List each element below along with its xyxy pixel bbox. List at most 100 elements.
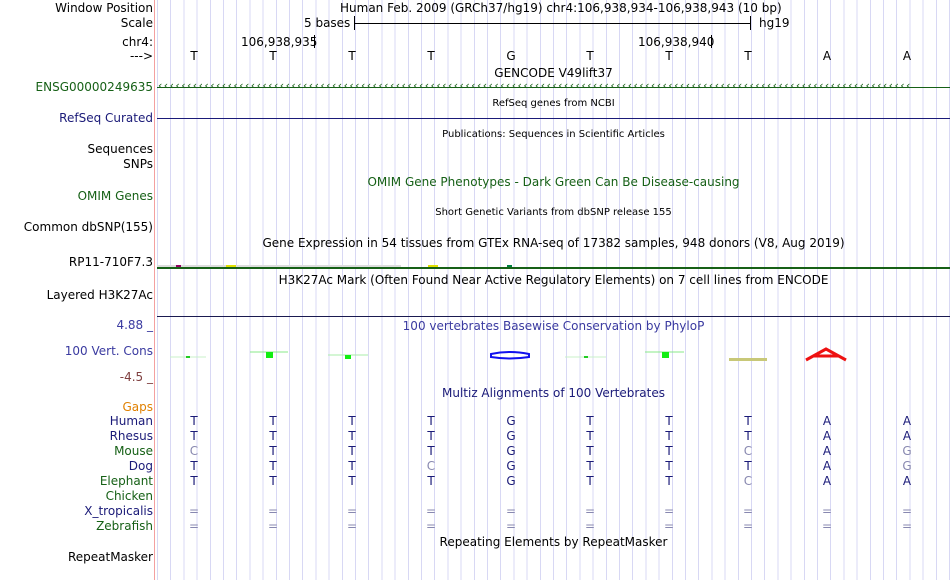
reference-base: T — [427, 49, 435, 63]
species-base: G — [506, 444, 516, 458]
species-base: = — [584, 504, 596, 518]
gtex-tissue-mark — [507, 265, 512, 267]
position-1-tick — [314, 35, 315, 48]
gtex-title: Gene Expression in 54 tissues from GTEx … — [262, 236, 845, 250]
species-base: T — [586, 444, 594, 458]
publications-label-sequences[interactable]: Sequences — [87, 142, 153, 156]
species-label[interactable]: X_tropicalis — [84, 504, 153, 518]
species-base: C — [426, 459, 436, 473]
species-base: T — [348, 429, 356, 443]
species-base: A — [822, 444, 832, 458]
phylop-plot — [170, 347, 847, 362]
reference-base: T — [665, 49, 673, 63]
species-base: = — [505, 504, 517, 518]
species-base: T — [269, 414, 277, 428]
reference-base: T — [744, 49, 752, 63]
species-base: T — [190, 429, 198, 443]
species-base: T — [348, 444, 356, 458]
species-base: T — [348, 414, 356, 428]
h3k27ac-track-label[interactable]: Layered H3K27Ac — [46, 288, 153, 302]
strand-label: ---> — [129, 49, 153, 63]
species-base: T — [744, 429, 752, 443]
phylop-min: -4.5 _ — [119, 370, 153, 384]
species-base: G — [506, 429, 516, 443]
species-label[interactable]: Rhesus — [109, 429, 153, 443]
species-base: G — [902, 444, 912, 458]
species-base: T — [427, 429, 435, 443]
species-base: T — [190, 474, 198, 488]
species-base: T — [586, 459, 594, 473]
species-base: T — [665, 429, 673, 443]
reference-base: T — [269, 49, 277, 63]
species-label[interactable]: Mouse — [114, 444, 153, 458]
species-base: = — [188, 519, 200, 533]
position-2-tick — [711, 35, 712, 48]
gaps-label[interactable]: Gaps — [122, 400, 153, 414]
species-base: = — [663, 519, 675, 533]
species-base: C — [743, 474, 753, 488]
species-base: G — [506, 474, 516, 488]
publications-title: Publications: Sequences in Scientific Ar… — [442, 129, 665, 140]
scale-bar — [354, 23, 750, 24]
species-base: G — [506, 414, 516, 428]
omim-track-label[interactable]: OMIM Genes — [77, 189, 153, 203]
gencode-track-label[interactable]: ENSG00000249635 — [35, 80, 153, 94]
scale-label: Scale — [120, 16, 153, 30]
reference-base: T — [586, 49, 594, 63]
species-base: T — [269, 429, 277, 443]
species-label[interactable]: Human — [109, 414, 153, 428]
species-base: = — [901, 519, 913, 533]
species-base: T — [427, 414, 435, 428]
gtex-bar[interactable] — [157, 265, 401, 267]
phylop-track-label[interactable]: 100 Vert. Cons — [64, 344, 153, 358]
species-base: T — [744, 414, 752, 428]
species-base: T — [665, 474, 673, 488]
species-base: = — [505, 519, 517, 533]
species-label[interactable]: Zebrafish — [96, 519, 153, 533]
species-base: = — [346, 519, 358, 533]
refseq-gene-line[interactable] — [157, 118, 950, 119]
publications-label-snps[interactable]: SNPs — [123, 157, 153, 171]
species-base: T — [190, 414, 198, 428]
species-base: T — [665, 444, 673, 458]
species-base: = — [584, 519, 596, 533]
species-label[interactable]: Chicken — [105, 489, 153, 503]
species-base: T — [190, 459, 198, 473]
repeatmasker-track-label[interactable]: RepeatMasker — [67, 550, 153, 564]
species-base: G — [506, 459, 516, 473]
position-1: 106,938,935 — [241, 35, 318, 49]
species-base: A — [822, 429, 832, 443]
species-base: T — [348, 459, 356, 473]
species-base: = — [267, 519, 279, 533]
species-label[interactable]: Elephant — [99, 474, 153, 488]
species-label[interactable]: Dog — [128, 459, 153, 473]
multiz-title: Multiz Alignments of 100 Vertebrates — [441, 386, 666, 400]
base-grid — [157, 0, 950, 580]
scale-text: 5 bases — [304, 16, 351, 30]
species-base: T — [586, 429, 594, 443]
scale-tick-right — [750, 16, 751, 30]
species-base: = — [901, 504, 913, 518]
species-base: = — [188, 504, 200, 518]
phylop-title: 100 vertebrates Basewise Conservation by… — [402, 319, 705, 333]
gene-strand-arrows: ‹‹‹‹‹‹‹‹‹‹‹‹‹‹‹‹‹‹‹‹‹‹‹‹‹‹‹‹‹‹‹‹‹‹‹‹‹‹‹‹… — [158, 79, 912, 92]
reference-base: A — [902, 49, 912, 63]
species-base: = — [346, 504, 358, 518]
reference-base: G — [506, 49, 516, 63]
species-base: T — [269, 444, 277, 458]
scale-db: hg19 — [759, 16, 790, 30]
refseq-track-label[interactable]: RefSeq Curated — [59, 111, 153, 125]
species-base: A — [822, 414, 832, 428]
assembly-position: Human Feb. 2009 (GRCh37/hg19) chr4:106,9… — [340, 1, 782, 15]
gtex-divider — [157, 267, 950, 269]
gtex-track-label[interactable]: RP11-710F7.3 — [68, 255, 153, 269]
h3k27ac-divider — [157, 316, 950, 317]
species-base: C — [743, 444, 753, 458]
gencode-gene-line[interactable] — [157, 87, 950, 88]
gtex-tissue-mark — [226, 265, 236, 267]
species-base: = — [425, 504, 437, 518]
omim-title: OMIM Gene Phenotypes - Dark Green Can Be… — [367, 175, 740, 189]
chr-label: chr4: — [122, 35, 153, 49]
dbsnp-track-label[interactable]: Common dbSNP(155) — [23, 220, 153, 234]
